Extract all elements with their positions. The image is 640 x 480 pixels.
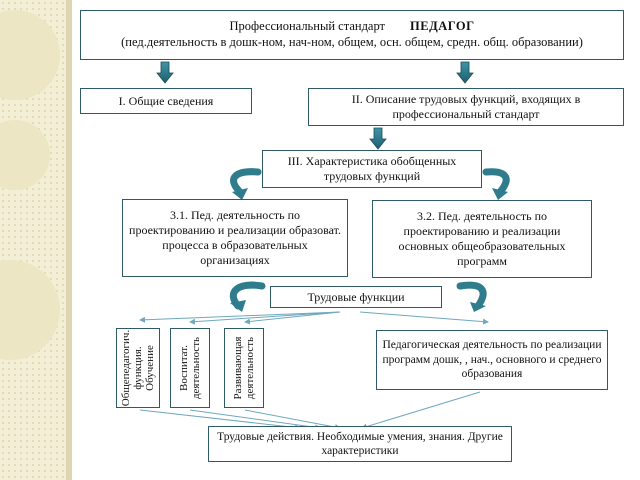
curved-arrow-upper-right-head: [492, 188, 508, 200]
labor-actions-box: Трудовые действия. Необходимые умения, з…: [208, 426, 512, 462]
section1-label: I. Общие сведения: [118, 93, 214, 108]
header-line1: Профессиональный стандарт ПЕДАГОГ: [229, 19, 474, 35]
ped-activity-label: Педагогическая деятельность по реализаци…: [382, 339, 602, 381]
sub31-label: 3.1. Пед. деятельность по проектированию…: [129, 208, 341, 267]
vertical-box-teaching: Общепедагогич. функция. Обучение: [116, 328, 160, 408]
sub31-box: 3.1. Пед. деятельность по проектированию…: [122, 199, 348, 277]
vertical-label-teaching: Общепедагогич. функция. Обучение: [119, 329, 157, 407]
curved-arrow-lower-right-head: [470, 302, 486, 312]
ped-activity-box: Педагогическая деятельность по реализаци…: [376, 330, 608, 390]
section3-label: III. Характеристика обобщенных трудовых …: [287, 154, 457, 183]
labor-functions-box: Трудовые функции: [270, 286, 442, 308]
section1-box: I. Общие сведения: [80, 88, 252, 114]
curved-arrow-upper-right: [482, 168, 510, 196]
sub32-box: 3.2. Пед. деятельность по проектированию…: [372, 200, 592, 278]
thin-connectors: [139, 311, 489, 431]
down-arrow-right: [456, 61, 474, 84]
sub32-label: 3.2. Пед. деятельность по проектированию…: [398, 209, 566, 268]
vertical-label-developing: Развивающая деятельность: [231, 336, 256, 400]
section2-box: II. Описание трудовых функций, входящих …: [308, 88, 624, 126]
header-box: Профессиональный стандарт ПЕДАГОГ (пед.д…: [80, 10, 624, 60]
labor-actions-label: Трудовые действия. Необходимые умения, з…: [217, 430, 503, 457]
down-arrow-left: [156, 61, 174, 84]
vertical-box-developing: Развивающая деятельность: [224, 328, 264, 408]
vertical-label-upbringing: Воспитат. деятельность: [177, 336, 202, 400]
curved-arrow-upper-left: [230, 168, 262, 196]
curved-arrow-lower-left-head: [230, 300, 246, 312]
header-title-bold: ПЕДАГОГ: [410, 19, 475, 34]
section3-box: III. Характеристика обобщенных трудовых …: [262, 150, 482, 188]
left-decoration: [0, 0, 72, 480]
section2-label: II. Описание трудовых функций, входящих …: [351, 92, 581, 121]
curved-arrow-lower-right: [456, 281, 487, 310]
labor-functions-label: Трудовые функции: [307, 289, 405, 304]
curved-arrow-upper-left-head: [232, 188, 248, 200]
header-prefix: Профессиональный стандарт: [229, 19, 386, 34]
down-arrow-center: [369, 127, 387, 150]
header-line2: (пед.деятельность в дошк-ном, нач-ном, о…: [121, 35, 583, 49]
vertical-box-upbringing: Воспитат. деятельность: [170, 328, 210, 408]
